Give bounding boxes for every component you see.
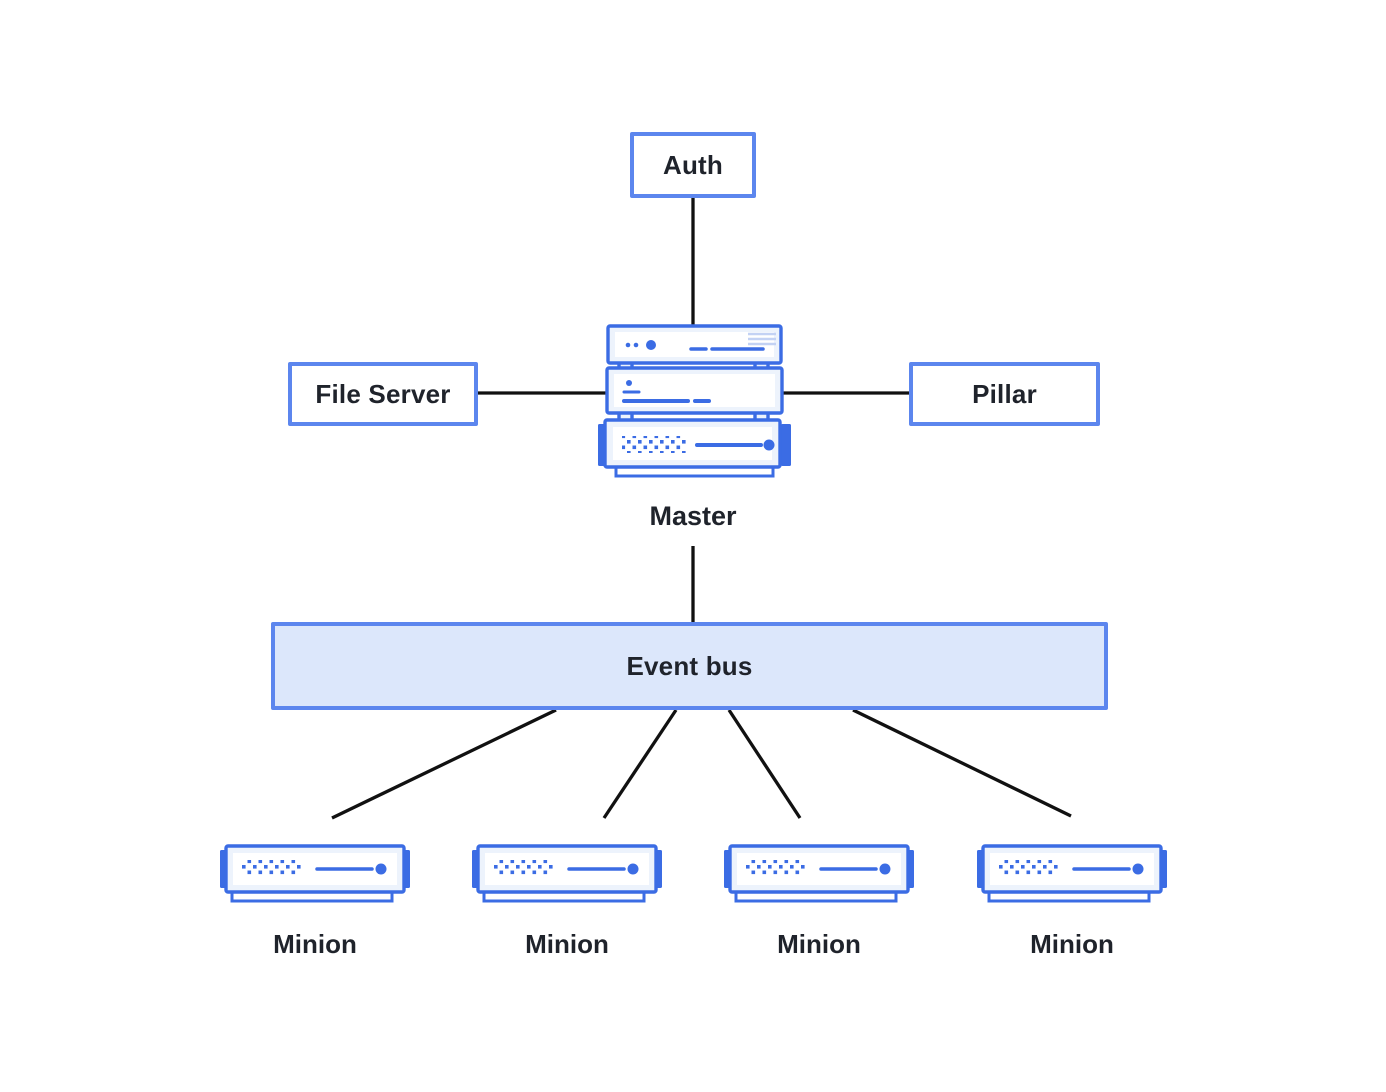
connector-eventbus-minion-2	[602, 709, 678, 819]
minion-label-4: Minion	[1030, 929, 1114, 959]
minion-server-icon-1	[220, 846, 410, 901]
auth-label: Auth	[663, 149, 723, 180]
event-bus-label: Event bus	[626, 650, 753, 681]
file-server-label: File Server	[315, 378, 451, 409]
minion-server-icon-2	[472, 846, 662, 901]
pillar-label: Pillar	[972, 378, 1037, 409]
connector-eventbus-minion-1	[331, 708, 557, 820]
minion-server-icon-3	[724, 846, 914, 901]
file-server-node: File Server	[288, 362, 478, 426]
minion-label-1: Minion	[273, 929, 357, 959]
minion-label-3: Minion	[777, 929, 861, 959]
event-bus-node: Event bus	[271, 622, 1108, 710]
master-server-icon	[598, 324, 791, 478]
connector-eventbus-minion-4	[852, 708, 1072, 818]
pillar-node: Pillar	[909, 362, 1100, 426]
minion-server-icon-4	[977, 846, 1167, 901]
master-label: Master	[649, 501, 737, 531]
connector-eventbus-minion-3	[727, 709, 802, 819]
auth-node: Auth	[630, 132, 756, 198]
minion-label-2: Minion	[525, 929, 609, 959]
